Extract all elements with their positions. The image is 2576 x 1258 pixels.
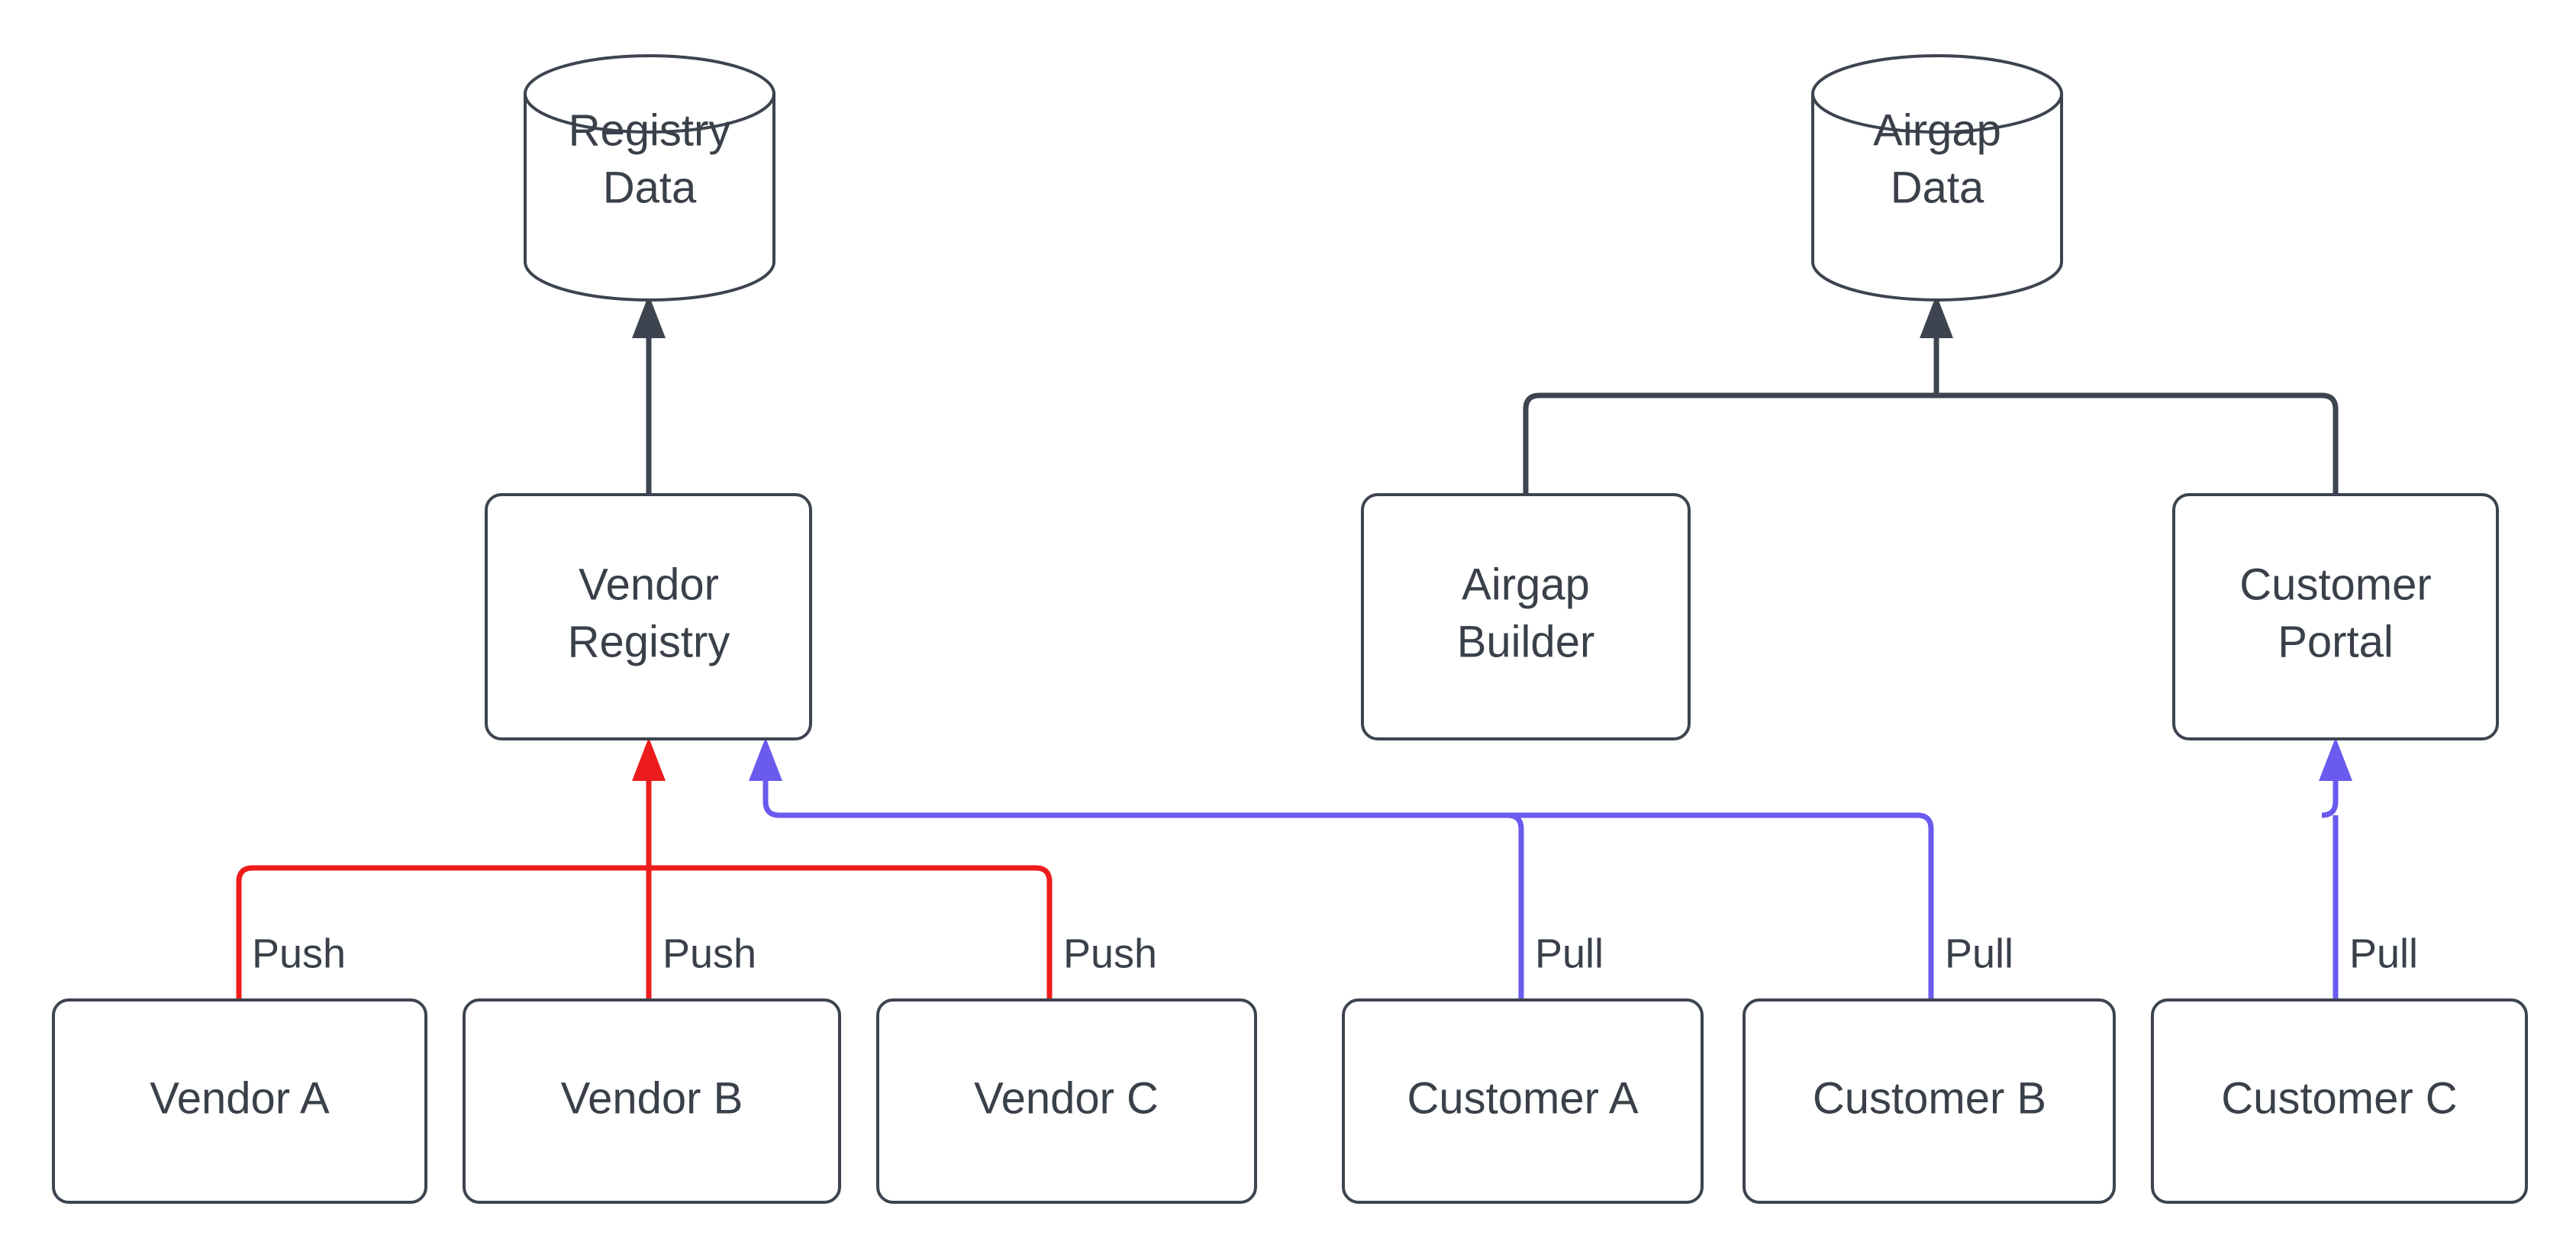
edge-push-riser-to-vendor-registry — [632, 737, 666, 868]
node-airgap-data-label-line1: Airgap — [1873, 105, 2001, 155]
edge-pull-riser-to-vendor-registry — [749, 737, 782, 818]
edge-label-pull-c: Pull — [2349, 931, 2418, 976]
node-airgap-data-label-line2: Data — [1891, 163, 1984, 212]
edge-label-push-c: Push — [1063, 931, 1157, 976]
node-customer-portal[interactable]: Customer Portal — [2172, 493, 2499, 740]
node-vendor-b[interactable]: Vendor B — [463, 998, 841, 1204]
node-airgap-builder[interactable]: Airgap Builder — [1361, 493, 1691, 740]
node-customer-b-label: Customer B — [1813, 1073, 2046, 1123]
node-vendor-a-label: Vendor A — [150, 1073, 330, 1123]
edge-vendor-registry-to-registry-data — [632, 295, 666, 495]
node-customer-a-label: Customer A — [1407, 1073, 1639, 1123]
node-airgap-builder-label-line1: Airgap — [1462, 560, 1590, 609]
edge-label-pull-a: Pull — [1535, 931, 1604, 976]
node-registry-data-label-line1: Registry — [569, 105, 731, 155]
node-airgap-data[interactable]: Airgap Data — [1811, 54, 2063, 302]
edge-label-push-a: Push — [252, 931, 346, 976]
node-vendor-registry-label-line1: Vendor — [579, 560, 719, 609]
edge-customer-portal-to-airgap-data — [1936, 392, 2339, 495]
node-vendor-c[interactable]: Vendor C — [876, 998, 1257, 1204]
node-customer-c[interactable]: Customer C — [2151, 998, 2528, 1204]
node-vendor-a[interactable]: Vendor A — [52, 998, 427, 1204]
node-vendor-registry[interactable]: Vendor Registry — [485, 493, 812, 740]
node-customer-portal-label-line1: Customer — [2239, 560, 2431, 609]
edge-label-pull-b: Pull — [1945, 931, 2013, 976]
node-vendor-b-label: Vendor B — [561, 1073, 743, 1123]
edge-customer-c-pull — [2319, 737, 2352, 1000]
node-customer-c-label: Customer C — [2221, 1073, 2457, 1123]
node-customer-portal-label-line2: Portal — [2278, 617, 2394, 666]
node-customer-a[interactable]: Customer A — [1342, 998, 1704, 1204]
edge-label-push-b: Push — [663, 931, 756, 976]
node-airgap-builder-label-line2: Builder — [1457, 617, 1595, 666]
node-vendor-registry-label-line2: Registry — [568, 617, 730, 666]
edge-airgap-builder-to-airgap-data — [1523, 392, 1936, 495]
edge-vendor-c-push — [649, 865, 1053, 1000]
node-registry-data-label-line2: Data — [603, 163, 697, 212]
node-customer-b[interactable]: Customer B — [1743, 998, 2116, 1204]
edge-vendor-a-push — [236, 865, 649, 1000]
edge-airgap-data-riser — [1920, 295, 1953, 395]
edge-customer-b-pull — [779, 812, 1934, 1000]
node-vendor-c-label: Vendor C — [974, 1073, 1159, 1123]
node-registry-data[interactable]: Registry Data — [524, 54, 775, 302]
